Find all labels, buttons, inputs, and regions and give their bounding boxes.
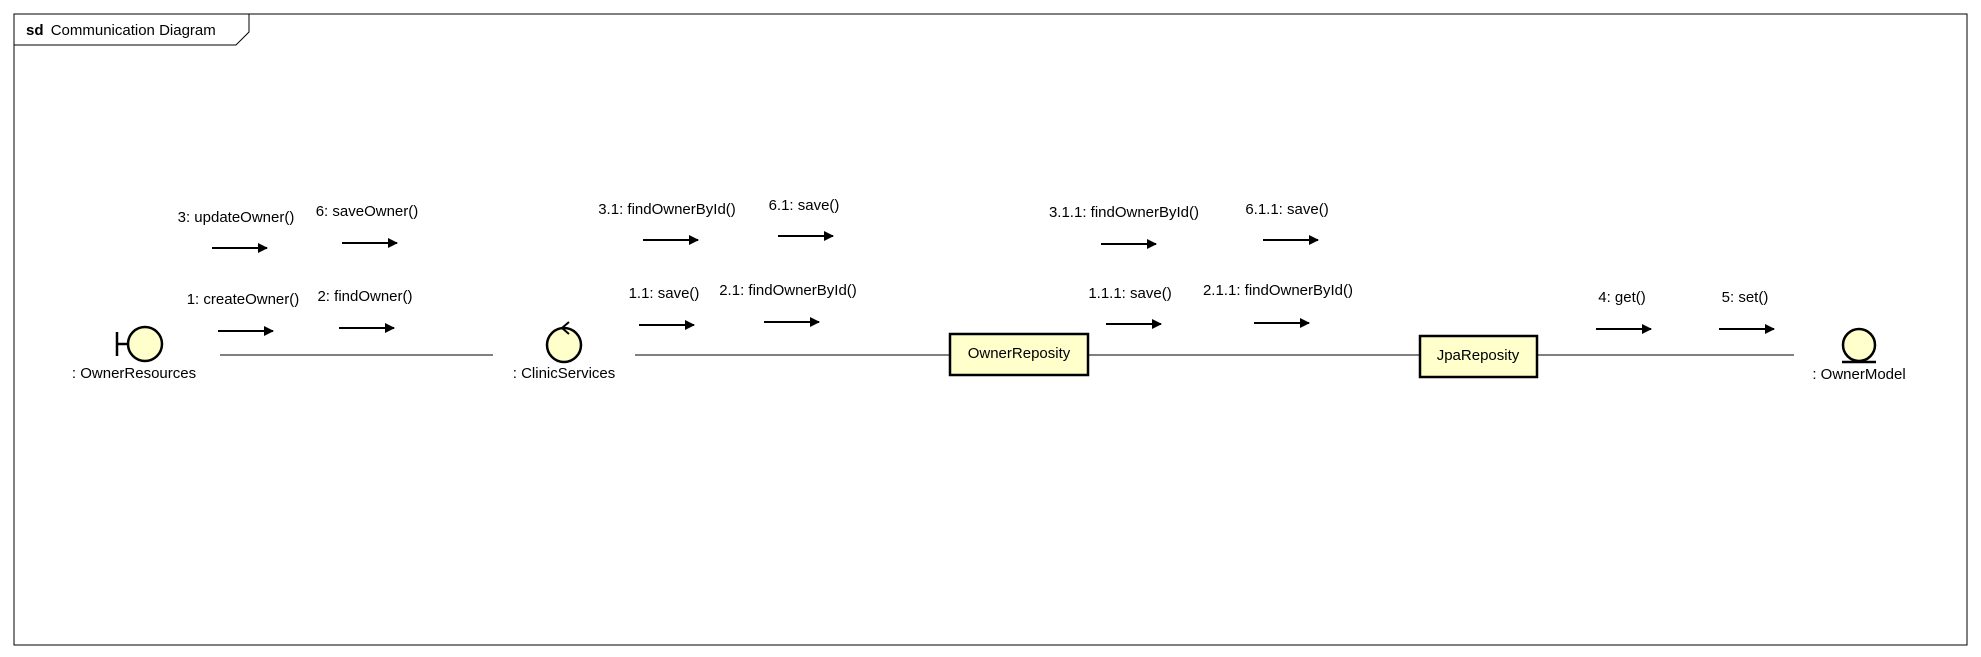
jpa-reposity-box: [1418, 334, 1539, 379]
owner-model-label: : OwnerModel: [1812, 366, 1905, 383]
owner-reposity-object[interactable]: OwnerReposity: [948, 332, 1090, 377]
diagram-frame: sd Communication Diagram: [13, 13, 1968, 646]
jpa-reposity-object[interactable]: JpaReposity: [1418, 334, 1539, 379]
message-label: 2.1.1: findOwnerById(): [1203, 282, 1353, 299]
message-label: 3: updateOwner(): [178, 209, 295, 226]
message-2-1-1: 2.1.1: findOwnerById(): [1203, 282, 1353, 328]
message-3-1: 3.1: findOwnerById(): [598, 201, 736, 245]
jpa-reposity-label: JpaReposity: [1437, 347, 1520, 364]
message-label: 6.1.1: save(): [1245, 201, 1328, 218]
message-label: 3.1.1: findOwnerById(): [1049, 204, 1199, 221]
message-6-1: 6.1: save(): [769, 197, 840, 241]
message-label: 1: createOwner(): [187, 291, 300, 308]
frame-keyword: sd: [26, 22, 44, 39]
message-label: 4: get(): [1598, 289, 1646, 306]
control-icon: [545, 321, 583, 364]
owner-model-object[interactable]: : OwnerModel: [1812, 327, 1906, 383]
frame-name-tab: [14, 14, 250, 46]
message-6-1-1: 6.1.1: save(): [1245, 201, 1329, 245]
clinic-services-object[interactable]: : ClinicServices: [513, 321, 616, 382]
message-label: 3.1: findOwnerById(): [598, 201, 736, 218]
frame-title: Communication Diagram: [51, 22, 216, 39]
message-label: 5: set(): [1722, 289, 1769, 306]
messages: 1: createOwner() 2: findOwner() 3: updat…: [178, 197, 1775, 336]
message-label: 6: saveOwner(): [316, 203, 419, 220]
message-3-1-1: 3.1.1: findOwnerById(): [1049, 204, 1199, 249]
message-2-1: 2.1: findOwnerById(): [719, 282, 857, 327]
owner-resources-label: : OwnerResources: [72, 365, 196, 382]
owner-resources-object[interactable]: : OwnerResources: [72, 325, 196, 382]
message-label: 1.1.1: save(): [1088, 285, 1171, 302]
message-3: 3: updateOwner(): [178, 209, 295, 253]
message-1-1: 1.1: save(): [629, 285, 700, 330]
svg-text:sd Communication Diagram: sd Communication Diagram: [26, 22, 216, 39]
message-label: 6.1: save(): [769, 197, 840, 214]
message-label: 1.1: save(): [629, 285, 700, 302]
entity-icon: [1841, 327, 1877, 364]
message-1-1-1: 1.1.1: save(): [1088, 285, 1172, 329]
owner-reposity-label: OwnerReposity: [968, 345, 1071, 362]
owner-reposity-box: [948, 332, 1090, 377]
message-label: 2: findOwner(): [317, 288, 412, 305]
message-1: 1: createOwner(): [187, 291, 300, 336]
message-6: 6: saveOwner(): [316, 203, 419, 248]
boundary-icon: [115, 325, 164, 363]
message-5: 5: set(): [1719, 289, 1775, 334]
clinic-services-label: : ClinicServices: [513, 365, 616, 382]
message-label: 2.1: findOwnerById(): [719, 282, 857, 299]
message-4: 4: get(): [1596, 289, 1652, 334]
message-2: 2: findOwner(): [317, 288, 413, 333]
